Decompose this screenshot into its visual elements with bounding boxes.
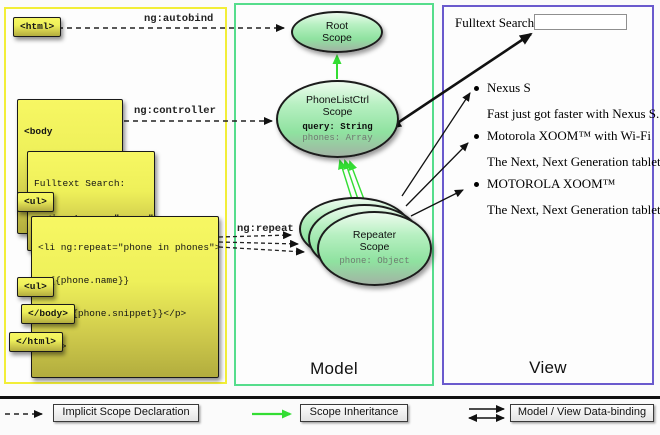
root-scope-name-line2: Scope <box>322 32 352 44</box>
view-item-desc: The Next, Next Generation tablet. <box>487 202 660 217</box>
view-item-desc: Fast just got faster with Nexus S. <box>487 106 660 121</box>
li-code-line4: </li> <box>38 341 212 352</box>
legend-scope-inheritance: Scope Inheritance <box>300 404 408 422</box>
model-column-label: Model <box>310 359 358 378</box>
fulltext-search-label: Fulltext Search: <box>455 15 538 30</box>
body-tag-line1: <body <box>24 126 53 137</box>
fulltext-code-line1: Fulltext Search: <box>34 178 126 189</box>
html-close-tag-box: </html> <box>9 332 63 352</box>
bullet-icon <box>474 134 479 139</box>
root-scope-name: Root Scope <box>322 20 352 44</box>
root-scope-ellipse: Root Scope <box>291 11 383 53</box>
bullet-icon <box>474 182 479 187</box>
ul-open-tag-box-2: <ul> <box>17 277 54 297</box>
legend-data-binding: Model / View Data-binding <box>510 404 654 422</box>
repeater-scope-name: Repeater Scope <box>353 229 396 253</box>
phonelistctrl-query-prop: query: String <box>302 121 373 132</box>
view-item-desc: The Next, Next Generation tablet. <box>487 154 660 169</box>
body-close-tag-box: </body> <box>21 304 75 324</box>
phonelistctrl-scope-name: PhoneListCtrl Scope <box>306 94 369 118</box>
phonelistctrl-name-line2: Scope <box>322 105 353 118</box>
phonelistctrl-name-line1: PhoneListCtrl <box>305 93 370 106</box>
ul-open-tag-box: <ul> <box>17 192 54 212</box>
phonelistctrl-phones-prop: phones: Array <box>302 133 373 143</box>
controller-label: ng:controller <box>134 105 216 117</box>
legend-implicit-scope: Implicit Scope Declaration <box>53 404 199 422</box>
phonelistctrl-scope-ellipse: PhoneListCtrl Scope query: String phones… <box>276 80 399 158</box>
html-open-tag-text: <html> <box>20 21 55 32</box>
autobind-label: ng:autobind <box>144 13 214 25</box>
legend-separator <box>0 396 660 399</box>
body-close-tag-text: </body> <box>28 308 68 319</box>
li-repeat-code-box: <li ng:repeat="phone in phones"> {{phone… <box>31 216 221 378</box>
view-item-title: Motorola XOOM™ with Wi-Fi <box>487 128 652 143</box>
repeater-name-line2: Scope <box>359 241 390 254</box>
view-column-label: View <box>529 358 567 377</box>
root-scope-name-line1: Root <box>325 20 349 32</box>
repeat-label: ng:repeat <box>237 223 294 235</box>
view-item-title: Nexus S <box>487 80 531 95</box>
html-close-tag-text: </html> <box>16 336 56 347</box>
repeater-scope-ellipse-front: Repeater Scope phone: Object <box>317 211 432 286</box>
view-item-title: MOTOROLA XOOM™ <box>487 176 616 191</box>
ul-open-tag-2-text: <ul> <box>24 281 47 292</box>
repeater-phone-prop: phone: Object <box>339 256 410 267</box>
li-code-line1: <li ng:repeat="phone in phones"> <box>38 242 221 253</box>
view-column: View <box>442 5 654 385</box>
li-code-line3: <p>{{phone.snippet}}</p> <box>38 308 187 319</box>
ul-open-tag-text: <ul> <box>24 196 47 207</box>
model-column: Model <box>234 3 434 386</box>
html-open-tag-box: <html> <box>13 17 62 37</box>
bullet-icon <box>474 86 479 91</box>
li-code-line2: {{phone.name}} <box>38 275 130 286</box>
repeater-name-line1: Repeater <box>352 229 397 242</box>
fulltext-search-input[interactable] <box>534 14 627 30</box>
